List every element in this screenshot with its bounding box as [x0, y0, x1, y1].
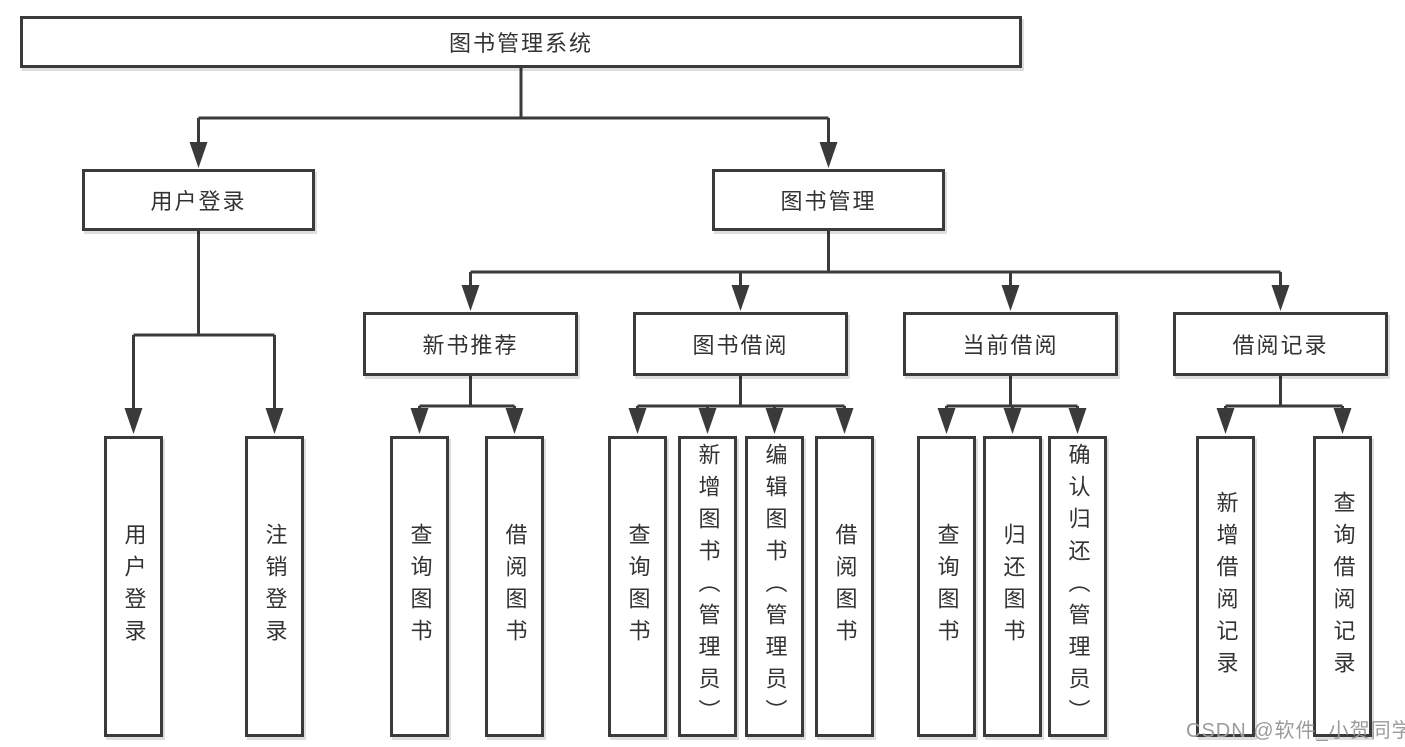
leaf-borrow-books: 借阅图书	[815, 436, 874, 737]
leaf-borrow-books-label: 借阅图书	[502, 522, 528, 651]
leaf-edit-book-admin-label: 编辑图书（管理员）	[762, 442, 788, 731]
arrowhead	[265, 408, 284, 434]
arrowhead	[410, 408, 429, 434]
arrowhead	[698, 408, 717, 434]
node-current-borrowing: 当前借阅	[903, 312, 1118, 376]
leaf-return-books-label: 归还图书	[1000, 522, 1026, 651]
node-borrowing-records: 借阅记录	[1173, 312, 1388, 376]
leaf-add-book-admin: 新增图书（管理员）	[678, 436, 737, 737]
arrowhead	[835, 408, 854, 434]
arrowhead	[1001, 285, 1020, 311]
leaf-borrow-books: 借阅图书	[485, 436, 544, 737]
leaf-query-books-label: 查询图书	[407, 522, 433, 651]
arrowhead	[819, 142, 838, 168]
node-book-borrowing: 图书借阅	[633, 312, 848, 376]
arrowhead	[1216, 408, 1235, 434]
leaf-add-borrow-record-label: 新增借阅记录	[1213, 490, 1239, 683]
arrowhead	[1003, 408, 1022, 434]
node-library-management-system: 图书管理系统	[20, 16, 1022, 68]
leaf-add-book-admin-label: 新增图书（管理员）	[695, 442, 721, 731]
arrowhead	[1333, 408, 1352, 434]
leaf-query-books-label: 查询图书	[625, 522, 651, 651]
node-new-book-recommendation: 新书推荐	[363, 312, 578, 376]
arrowhead	[765, 408, 784, 434]
leaf-logout: 注销登录	[245, 436, 304, 737]
leaf-query-borrow-record-label: 查询借阅记录	[1330, 490, 1356, 683]
arrowhead	[1068, 408, 1087, 434]
leaf-confirm-return-admin: 确认归还（管理员）	[1048, 436, 1107, 737]
leaf-query-borrow-record: 查询借阅记录	[1313, 436, 1372, 737]
leaf-query-books-label: 查询图书	[934, 522, 960, 651]
leaf-query-books: 查询图书	[917, 436, 976, 737]
arrowhead	[461, 285, 480, 311]
leaf-edit-book-admin: 编辑图书（管理员）	[745, 436, 804, 737]
leaf-logout-label: 注销登录	[262, 522, 288, 651]
leaf-return-books: 归还图书	[983, 436, 1042, 737]
leaf-query-books: 查询图书	[390, 436, 449, 737]
node-user-login-branch: 用户登录	[82, 169, 315, 231]
arrowhead	[505, 408, 524, 434]
arrowhead	[731, 285, 750, 311]
csdn-watermark: CSDN @软件_小贺同学	[1186, 720, 1405, 742]
leaf-borrow-books-label: 借阅图书	[832, 522, 858, 651]
arrowhead	[189, 142, 208, 168]
leaf-query-books: 查询图书	[608, 436, 667, 737]
arrowhead	[628, 408, 647, 434]
leaf-user-login: 用户登录	[104, 436, 163, 737]
leaf-add-borrow-record: 新增借阅记录	[1196, 436, 1255, 737]
node-book-management: 图书管理	[712, 169, 945, 231]
arrowhead	[1271, 285, 1290, 311]
leaf-confirm-return-admin-label: 确认归还（管理员）	[1065, 442, 1091, 731]
leaf-user-login-label: 用户登录	[121, 522, 147, 651]
arrowhead	[124, 408, 143, 434]
arrowhead	[937, 408, 956, 434]
